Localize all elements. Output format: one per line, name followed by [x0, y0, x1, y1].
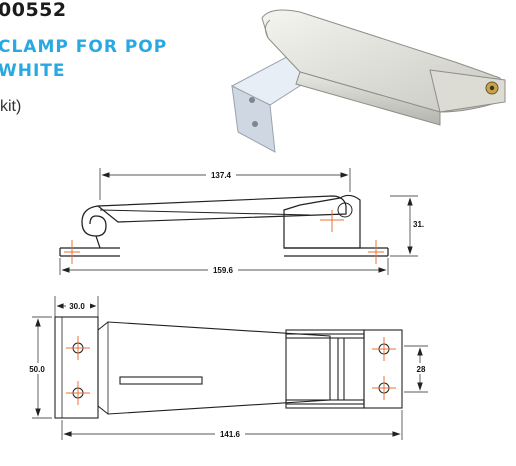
dimension-hole-spacing: 28	[417, 365, 426, 374]
dimension-overall-height: 50.0	[29, 365, 45, 374]
product-note: kit)	[0, 98, 22, 115]
dimension-side-height: 31.	[413, 220, 424, 229]
product-title: CLAMP FOR POP WHITE	[0, 35, 167, 83]
side-view-drawing	[59, 168, 418, 275]
top-view-hole-markers	[66, 336, 396, 405]
product-code: 00552	[0, 0, 67, 21]
top-view-drawing	[32, 296, 428, 440]
dimension-flange-width: 30.0	[69, 302, 85, 311]
top-view-holes	[72, 342, 390, 399]
dimension-bottom-length: 141.6	[220, 430, 241, 439]
product-title-line-1: CLAMP FOR POP	[0, 37, 168, 57]
side-view-hole-markers	[64, 210, 384, 264]
product-title-line-2: WHITE	[0, 61, 66, 81]
dimension-total-length: 159.6	[213, 266, 234, 275]
dimension-top-length: 137.4	[211, 171, 232, 180]
product-photo	[230, 9, 506, 153]
